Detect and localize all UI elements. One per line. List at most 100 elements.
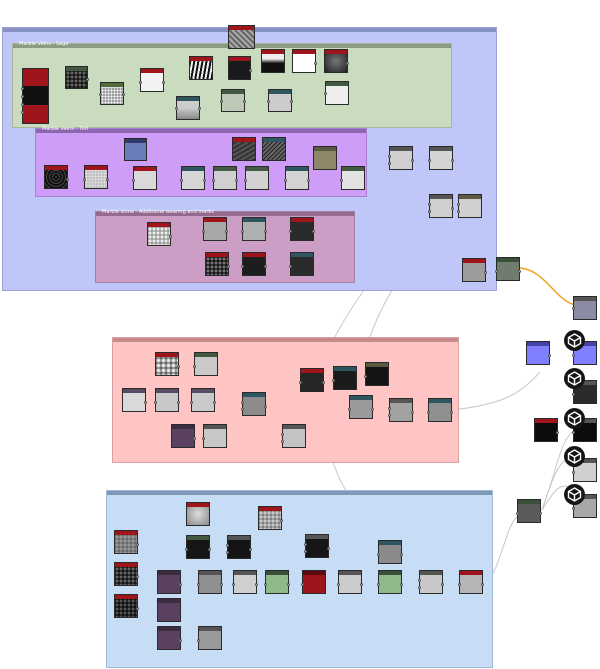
node-input-port[interactable] xyxy=(232,583,235,586)
noise-node-r1[interactable] xyxy=(155,352,180,376)
node-input-port[interactable] xyxy=(21,111,24,114)
node-input-port[interactable] xyxy=(572,307,575,310)
node-input-port[interactable] xyxy=(418,579,421,582)
color-node[interactable] xyxy=(124,138,147,161)
warp-node[interactable] xyxy=(83,165,109,189)
plum-node-b19[interactable] xyxy=(157,598,181,622)
node-output-port[interactable] xyxy=(66,178,69,181)
scratches-node-a[interactable] xyxy=(232,137,256,161)
node-output-port[interactable] xyxy=(198,107,201,110)
gradient-node[interactable] xyxy=(139,68,165,92)
grey-node-b7[interactable] xyxy=(377,540,403,564)
node-input-port[interactable] xyxy=(197,639,200,642)
blend-node-r6[interactable] xyxy=(241,392,267,416)
node-input-port[interactable] xyxy=(458,583,461,586)
node-input-port[interactable] xyxy=(132,179,135,182)
node-input-port[interactable] xyxy=(428,159,431,162)
node-input-port[interactable] xyxy=(332,379,335,382)
stripes-node[interactable] xyxy=(189,56,213,80)
node-output-port[interactable] xyxy=(86,78,89,81)
blur-node-r2[interactable] xyxy=(193,352,218,376)
node-input-port[interactable] xyxy=(284,179,287,182)
node-input-port[interactable] xyxy=(572,393,575,396)
node-input-port[interactable] xyxy=(212,179,215,182)
node-input-port[interactable] xyxy=(301,583,304,586)
node-output-port[interactable] xyxy=(177,365,180,368)
node-output-port[interactable] xyxy=(106,178,109,181)
level-node-r4[interactable] xyxy=(154,388,180,412)
node-input-port[interactable] xyxy=(348,408,351,411)
dark-node-r11[interactable] xyxy=(364,362,389,386)
marble-wear-frame-header[interactable] xyxy=(96,212,354,216)
histogram-node[interactable] xyxy=(180,166,206,190)
node-input-port[interactable] xyxy=(289,230,292,233)
node-output-port[interactable] xyxy=(203,179,206,182)
node-output-port[interactable] xyxy=(451,207,454,210)
node-input-port[interactable] xyxy=(572,471,575,474)
node-input-port[interactable] xyxy=(388,414,391,417)
node-output-port[interactable] xyxy=(441,583,444,586)
node-output-port[interactable] xyxy=(400,553,403,556)
green-node-b16[interactable] xyxy=(377,570,403,594)
node-output-port[interactable] xyxy=(290,100,293,103)
node-output-port[interactable] xyxy=(539,512,542,515)
level-node-r5[interactable] xyxy=(190,388,216,412)
grey-node-r12[interactable] xyxy=(348,395,374,419)
blend-node-r8[interactable] xyxy=(281,424,306,448)
dark-node-r9[interactable] xyxy=(299,368,325,392)
node-input-port[interactable] xyxy=(267,100,270,103)
noise-node-w1[interactable] xyxy=(147,222,172,246)
node-input-port[interactable] xyxy=(388,162,391,165)
node-input-port[interactable] xyxy=(428,203,431,206)
node-input-port[interactable] xyxy=(139,81,142,84)
node-output-port[interactable] xyxy=(249,69,252,72)
node-input-port[interactable] xyxy=(21,95,24,98)
blur-node[interactable] xyxy=(132,166,157,190)
node-output-port[interactable] xyxy=(264,405,267,408)
grey-node-b15[interactable] xyxy=(337,570,363,594)
level-node-p2[interactable] xyxy=(244,166,269,190)
node-output-port[interactable] xyxy=(179,639,182,642)
node-input-port[interactable] xyxy=(572,507,575,510)
node-output-port[interactable] xyxy=(136,575,139,578)
height-output-node[interactable] xyxy=(572,458,597,482)
grey-node-b18[interactable] xyxy=(458,570,484,594)
node-input-port[interactable] xyxy=(241,230,244,233)
node-output-port[interactable] xyxy=(169,235,172,238)
node-input-port[interactable] xyxy=(324,92,327,95)
grunge-node[interactable] xyxy=(65,66,89,89)
node-input-port[interactable] xyxy=(364,375,367,378)
ao-source-node[interactable] xyxy=(516,499,542,523)
grey-node-b21[interactable] xyxy=(197,626,222,650)
levels-node[interactable] xyxy=(220,89,246,112)
3d-cube-icon[interactable] xyxy=(564,484,585,505)
plum-node-b20[interactable] xyxy=(157,626,182,650)
node-input-port[interactable] xyxy=(99,93,102,96)
node-output-port[interactable] xyxy=(327,547,330,550)
dark-node-r10[interactable] xyxy=(332,366,357,390)
marble-tint-frame-header[interactable] xyxy=(36,129,366,133)
plum-color-node[interactable] xyxy=(171,424,196,448)
node-input-port[interactable] xyxy=(226,544,229,547)
node-input-port[interactable] xyxy=(241,265,244,268)
node-output-port[interactable] xyxy=(548,354,551,357)
node-input-port[interactable] xyxy=(572,354,575,357)
dark-node-b5[interactable] xyxy=(226,535,252,559)
node-output-port[interactable] xyxy=(264,230,267,233)
3d-cube-icon[interactable] xyxy=(564,408,585,429)
node-output-port[interactable] xyxy=(556,431,559,434)
blue-color-node[interactable] xyxy=(526,341,551,365)
node-output-port[interactable] xyxy=(280,519,283,522)
node-input-port[interactable] xyxy=(304,550,307,553)
node-output-port[interactable] xyxy=(249,548,252,551)
blend-node-a[interactable] xyxy=(175,96,201,120)
white-node[interactable] xyxy=(292,49,317,73)
grey-node-b12[interactable] xyxy=(232,570,258,594)
node-output-port[interactable] xyxy=(450,411,453,414)
cells-node[interactable] xyxy=(99,82,125,105)
tan-color-node[interactable] xyxy=(313,146,337,170)
node-input-port[interactable] xyxy=(185,548,188,551)
node-output-port[interactable] xyxy=(225,230,228,233)
blue-section-frame-header[interactable] xyxy=(107,491,492,495)
noise-node-top[interactable] xyxy=(228,25,255,49)
